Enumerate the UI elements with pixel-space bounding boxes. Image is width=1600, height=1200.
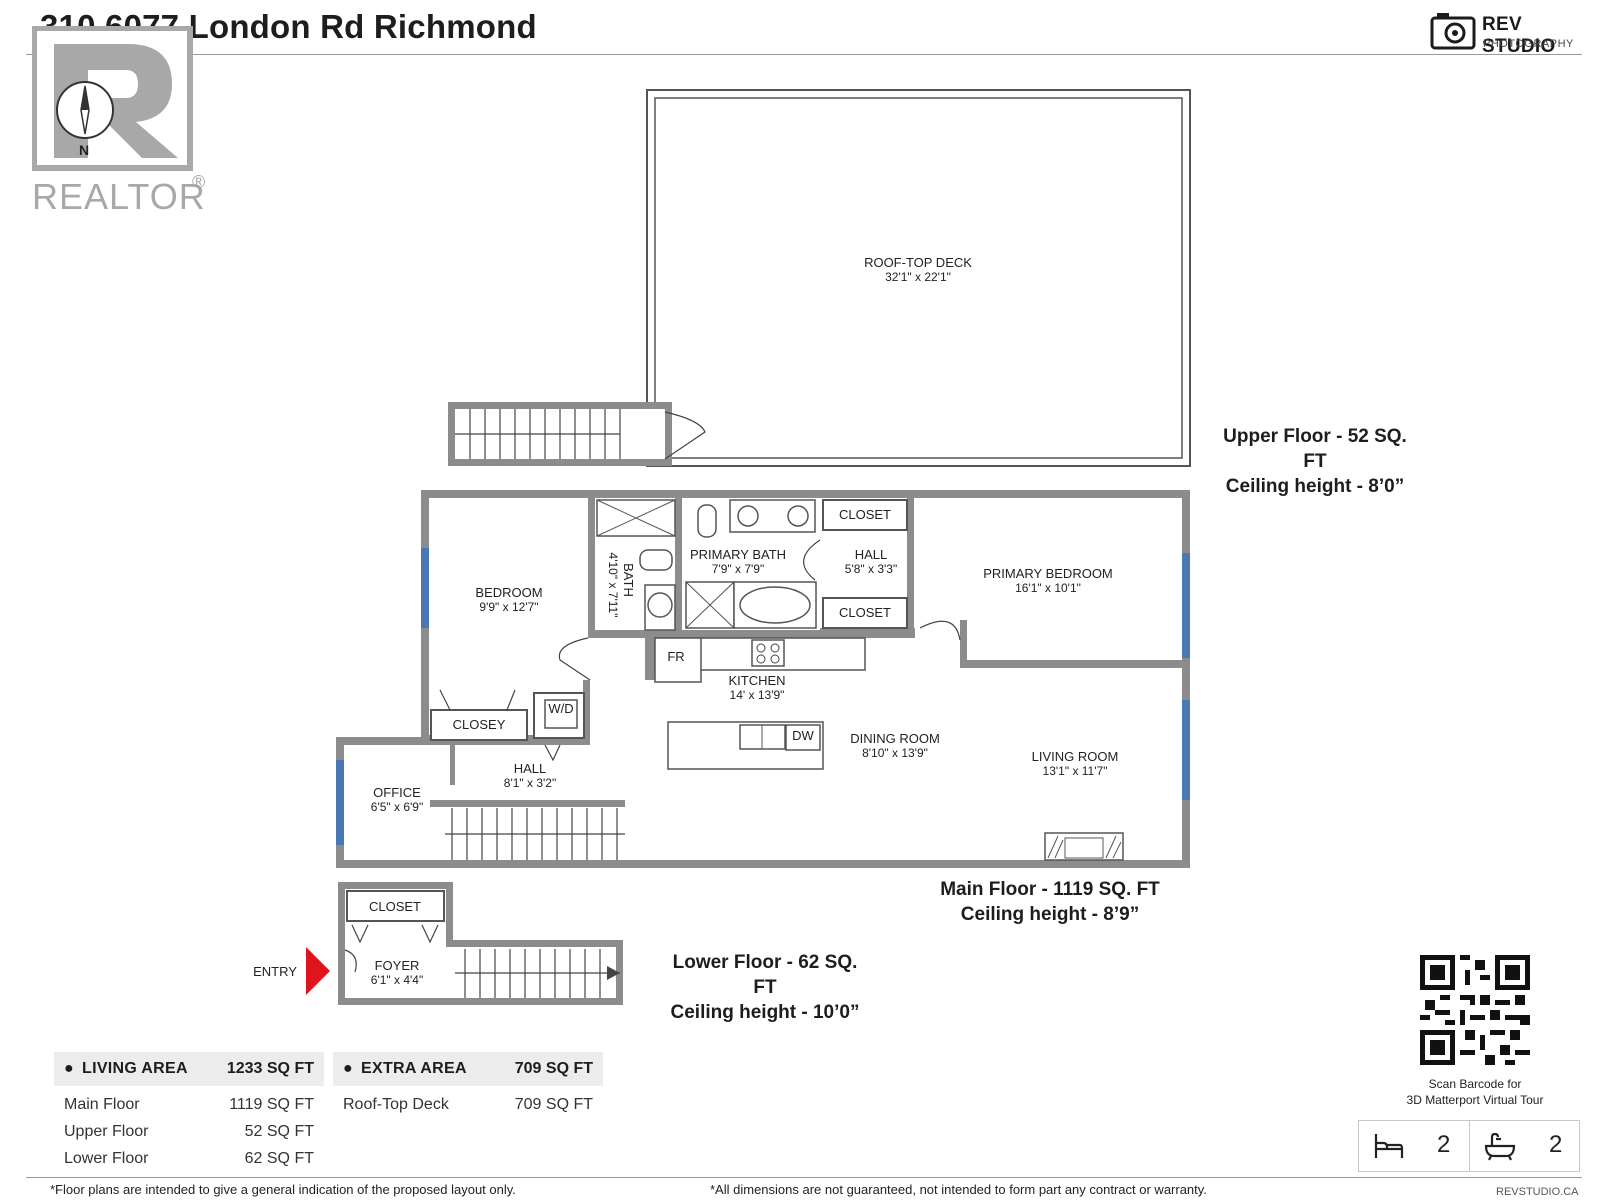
- room-dims-bedroom: 9'9" x 12'7": [479, 600, 538, 614]
- bathtub-icon: [1484, 1132, 1516, 1161]
- extra-area-total: 709 SQ FT: [514, 1060, 593, 1077]
- brand-name: REV STUDIO: [1482, 14, 1556, 57]
- living-row-label: Lower Floor: [64, 1150, 149, 1167]
- footer-disclaimer-dimensions: *All dimensions are not guaranteed, not …: [710, 1182, 1207, 1197]
- compass: N: [55, 80, 115, 160]
- living-row-value: 52 SQ FT: [244, 1123, 314, 1140]
- upper-floor-area: Upper Floor - 52 SQ. FT: [1223, 426, 1407, 472]
- main-floor-area: Main Floor - 1119 SQ. FT: [940, 879, 1160, 900]
- upper-floor-ceiling: Ceiling height - 8’0”: [1225, 476, 1405, 497]
- room-name-living-room: LIVING ROOM: [1032, 749, 1119, 764]
- camera-icon: [1430, 13, 1476, 50]
- header-divider: [26, 54, 1582, 55]
- footer-website: REVSTUDIO.CA: [1496, 1186, 1579, 1198]
- room-dims-foyer: 6'1" x 4'4": [371, 973, 423, 987]
- lower-floor-area: Lower Floor - 62 SQ. FT: [672, 952, 858, 998]
- brand-subtitle: PHOTOGRAPHY: [1483, 38, 1574, 50]
- living-area-bullet: ●: [64, 1060, 74, 1077]
- room-name-kitchen: KITCHEN: [728, 673, 785, 688]
- main-floor-plan: [336, 490, 1190, 868]
- living-area-table: ● LIVING AREA 1233 SQ FT Main Floor 1119…: [54, 1052, 324, 1172]
- bathroom-count: 2: [1549, 1131, 1563, 1158]
- closet-label-2: CLOSET: [839, 605, 891, 620]
- main-floor-ceiling: Ceiling height - 8’9”: [960, 904, 1140, 925]
- closet-label-bedroom: CLOSEY: [453, 717, 506, 732]
- footer-disclaimer-layout: *Floor plans are intended to give a gene…: [50, 1182, 516, 1197]
- extra-area-bullet: ●: [343, 1060, 353, 1077]
- upper-floor-info: Upper Floor - 52 SQ. FT Ceiling height -…: [1210, 424, 1420, 499]
- main-floor-info: Main Floor - 1119 SQ. FT Ceiling height …: [940, 877, 1160, 927]
- room-labels: ROOF-TOP DECK 32'1" x 22'1" BEDROOM 9'9"…: [253, 255, 1118, 987]
- realtor-wordmark: REALTOR: [32, 176, 206, 217]
- closet-label-1: CLOSET: [839, 507, 891, 522]
- fridge-label: FR: [667, 649, 684, 664]
- room-name-dining-room: DINING ROOM: [850, 731, 940, 746]
- room-name-bath: BATH: [621, 563, 636, 597]
- room-name-bedroom: BEDROOM: [475, 585, 542, 600]
- upper-floor-plan: [448, 89, 1191, 467]
- room-dims-roof-top-deck: 32'1" x 22'1": [885, 270, 951, 284]
- count-divider: [1469, 1121, 1470, 1171]
- room-dims-primary-bath: 7'9" x 7'9": [712, 562, 764, 576]
- qr-code[interactable]: [1420, 955, 1530, 1065]
- extra-row-label: Roof-Top Deck: [343, 1096, 449, 1113]
- room-name-office: OFFICE: [373, 785, 421, 800]
- room-dims-dining-room: 8'10" x 13'9": [862, 746, 928, 760]
- bedroom-count: 2: [1437, 1131, 1451, 1158]
- room-dims-living-room: 13'1" x 11'7": [1043, 764, 1108, 778]
- lower-floor-plan: [306, 882, 623, 1005]
- closet-label-foyer: CLOSET: [369, 899, 421, 914]
- room-name-hall-main: HALL: [514, 761, 547, 776]
- room-dims-hall-upper: 5'8" x 3'3": [845, 562, 897, 576]
- extra-row-value: 709 SQ FT: [514, 1096, 593, 1113]
- dishwasher-label: DW: [792, 728, 814, 743]
- extra-area-header: ● EXTRA AREA 709 SQ FT: [333, 1052, 603, 1086]
- room-name-primary-bath: PRIMARY BATH: [690, 547, 786, 562]
- extra-area-label: EXTRA AREA: [361, 1060, 467, 1077]
- compass-icon: [56, 81, 114, 139]
- room-dims-hall-main: 8'1" x 3'2": [504, 776, 556, 790]
- lower-floor-info: Lower Floor - 62 SQ. FT Ceiling height -…: [660, 950, 870, 1025]
- room-name-foyer: FOYER: [375, 958, 420, 973]
- living-row-label: Main Floor: [64, 1096, 140, 1113]
- qr-code-icon: [1420, 955, 1530, 1065]
- entry-label: ENTRY: [253, 964, 297, 979]
- living-area-header: ● LIVING AREA 1233 SQ FT: [54, 1052, 324, 1086]
- living-row-value: 62 SQ FT: [244, 1150, 314, 1167]
- bed-icon: [1374, 1134, 1404, 1158]
- room-dims-primary-bedroom: 16'1" x 10'1": [1015, 581, 1081, 595]
- room-dims-kitchen: 14' x 13'9": [730, 688, 785, 702]
- living-area-total: 1233 SQ FT: [226, 1060, 314, 1077]
- room-count-box: 2 2: [1358, 1120, 1580, 1172]
- entry-arrow-icon: [306, 947, 330, 995]
- brand-logo: REV STUDIO PHOTOGRAPHY: [1430, 10, 1580, 57]
- extra-area-table: ● EXTRA AREA 709 SQ FT Roof-Top Deck 709…: [333, 1052, 603, 1113]
- qr-caption: Scan Barcode for 3D Matterport Virtual T…: [1375, 1076, 1575, 1108]
- registered-mark: ®: [192, 172, 206, 192]
- qr-caption-line-1: Scan Barcode for: [1428, 1077, 1522, 1091]
- living-row-value: 1119 SQ FT: [229, 1096, 314, 1113]
- room-dims-bath: 4'10" x 7'11": [606, 553, 620, 618]
- qr-caption-line-2: 3D Matterport Virtual Tour: [1406, 1093, 1544, 1107]
- room-dims-office: 6'5" x 6'9": [371, 800, 423, 814]
- living-area-label: LIVING AREA: [82, 1060, 188, 1077]
- washer-dryer-label: W/D: [548, 701, 573, 716]
- living-row-label: Upper Floor: [64, 1123, 149, 1140]
- footer-divider: [26, 1177, 1582, 1178]
- room-name-roof-top-deck: ROOF-TOP DECK: [864, 255, 972, 270]
- lower-floor-ceiling: Ceiling height - 10’0”: [670, 1002, 860, 1023]
- room-name-hall-upper: HALL: [855, 547, 888, 562]
- room-name-primary-bedroom: PRIMARY BEDROOM: [983, 566, 1113, 581]
- compass-north-label: N: [79, 142, 90, 158]
